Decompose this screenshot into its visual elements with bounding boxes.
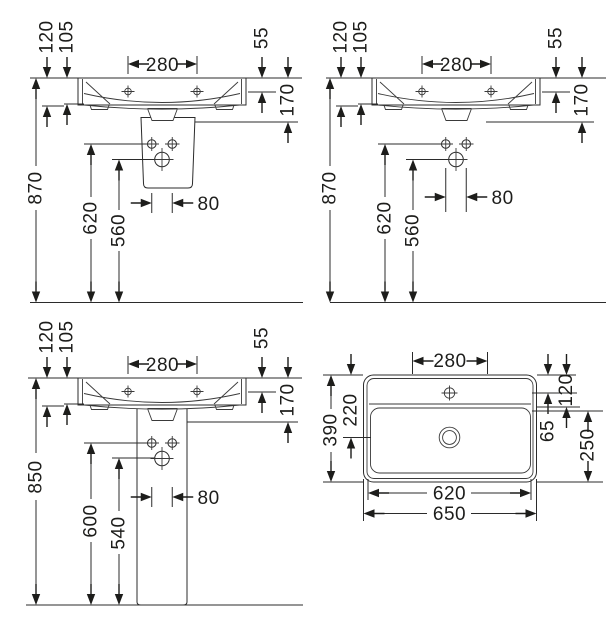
dim-height-supply-label: 620 xyxy=(375,201,396,234)
siphon-cover-outline xyxy=(140,117,196,189)
dim-tap-spacing-label: 280 xyxy=(440,55,473,76)
dim-edge-back-label: 120 xyxy=(331,20,352,53)
dim-edge-front-label: 105 xyxy=(351,20,372,53)
dim-height-total-label: 850 xyxy=(26,460,47,493)
dim-width-label: 650 xyxy=(433,504,466,525)
dim-edge-front-label: 105 xyxy=(57,320,78,353)
dim-depth-label: 390 xyxy=(321,413,342,446)
washbasin-outline xyxy=(77,377,247,421)
dim-edge-back-label: 120 xyxy=(37,320,58,353)
dim-supply-spacing-label: 80 xyxy=(198,194,220,215)
view-plan-washbasin: 280 390 220 65 120 250 620 650 xyxy=(321,351,603,525)
view-front-washbasin-siphon-cover: 120 105 280 55 170 870 620 560 80 xyxy=(26,20,303,303)
basin-inner-rim xyxy=(366,378,534,479)
dim-tap-spacing-label: 280 xyxy=(146,355,179,376)
edge-leader-lines xyxy=(323,374,603,483)
dim-inner-width-label: 620 xyxy=(433,484,466,505)
dim-height-total-label: 870 xyxy=(26,171,47,204)
drain-hole xyxy=(438,426,461,449)
washbasin-outline xyxy=(77,77,247,121)
dim-edge-back-label: 120 xyxy=(37,20,58,53)
bowl-edge xyxy=(370,407,531,474)
dim-height-drain-label: 540 xyxy=(109,516,130,549)
dim-supply-spacing-label: 80 xyxy=(198,488,220,509)
dim-rim-to-tap-label: 55 xyxy=(546,27,567,49)
dim-bowl-depth-label: 250 xyxy=(578,428,599,461)
view-front-washbasin-pedestal: 120 105 280 55 170 850 600 540 80 xyxy=(26,320,303,606)
pedestal-outline xyxy=(136,408,188,606)
dim-back-to-tap-label: 65 xyxy=(538,420,559,442)
dim-deck-depth-label: 120 xyxy=(556,373,577,406)
supply-drain-connections xyxy=(144,435,180,471)
dim-height-supply-label: 600 xyxy=(81,504,102,537)
dim-back-to-drain-label: 220 xyxy=(341,393,362,426)
dim-rim-to-tap-label: 55 xyxy=(252,27,273,49)
dim-rim-to-outlet-label: 170 xyxy=(278,383,299,416)
dim-rim-to-outlet-label: 170 xyxy=(278,83,299,116)
view-front-washbasin-wall-hung: 120 105 280 55 170 870 620 560 80 xyxy=(320,20,606,303)
dim-height-supply-label: 620 xyxy=(81,201,102,234)
dim-height-drain-label: 560 xyxy=(109,214,130,247)
dim-rim-to-outlet-label: 170 xyxy=(572,83,593,116)
washbasin-outline xyxy=(371,77,541,121)
dim-rim-to-tap-label: 55 xyxy=(252,327,273,349)
supply-drain-connections xyxy=(438,136,474,172)
dim-tap-spacing-label: 280 xyxy=(146,55,179,76)
dim-edge-front-label: 105 xyxy=(57,20,78,53)
dim-height-total-label: 870 xyxy=(320,171,341,204)
dim-supply-spacing-label: 80 xyxy=(492,188,514,209)
tap-hole xyxy=(441,385,458,401)
dim-tap-spacing-label: 280 xyxy=(433,351,466,372)
dim-height-drain-label: 560 xyxy=(403,214,424,247)
basin-outer-edge xyxy=(363,374,537,483)
